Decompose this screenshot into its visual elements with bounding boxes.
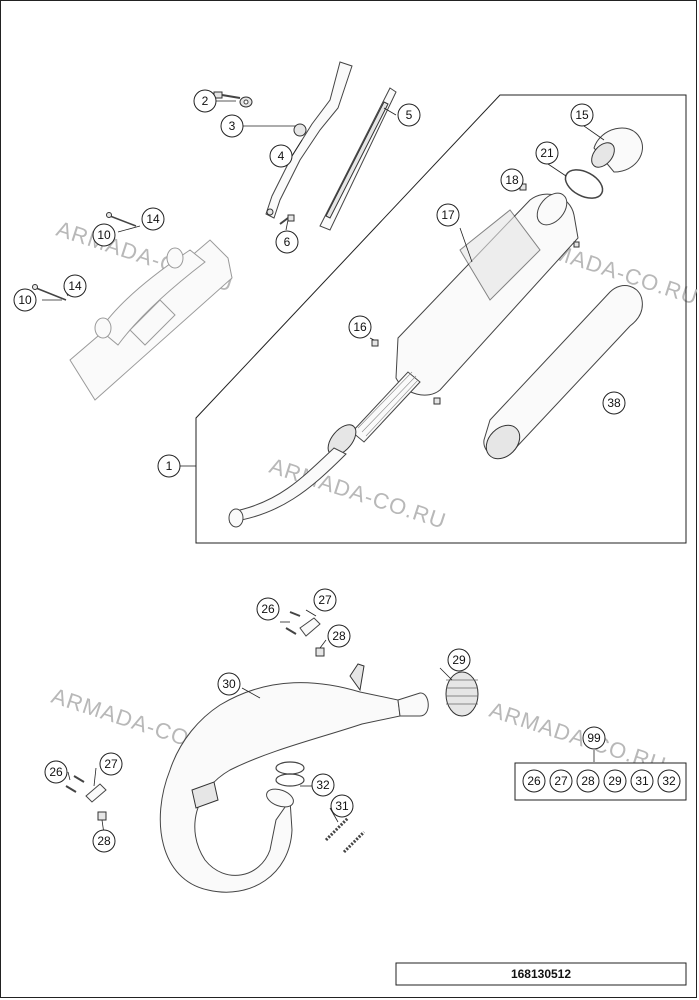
tension-spring-lower[interactable]	[342, 830, 366, 854]
svg-text:28: 28	[581, 774, 595, 788]
heat-shield[interactable]	[319, 87, 397, 231]
screw-10-upper[interactable]	[106, 212, 137, 227]
svg-text:27: 27	[554, 774, 568, 788]
svg-text:26: 26	[527, 774, 541, 788]
svg-text:5: 5	[406, 108, 413, 122]
svg-text:14: 14	[68, 279, 82, 293]
screw-6[interactable]	[279, 214, 295, 225]
callout-28-lower[interactable]: 28	[92, 829, 116, 853]
callout-27-lower[interactable]: 27	[99, 752, 123, 776]
callout-5[interactable]: 5	[397, 103, 421, 127]
screw-16[interactable]	[371, 339, 379, 347]
svg-text:28: 28	[332, 629, 346, 643]
callout-15[interactable]: 15	[570, 103, 594, 127]
svg-text:26: 26	[261, 602, 275, 616]
svg-text:38: 38	[607, 396, 621, 410]
svg-text:27: 27	[104, 757, 118, 771]
nut-18b[interactable]	[573, 241, 580, 248]
kit-item-28[interactable]: 28	[576, 769, 600, 793]
callout-99[interactable]: 99	[582, 726, 606, 750]
nut-28-upper[interactable]	[315, 647, 325, 657]
svg-text:27: 27	[318, 593, 332, 607]
frame-ghost-illustration	[69, 239, 233, 401]
callout-14-upper[interactable]: 14	[141, 207, 165, 231]
svg-text:16: 16	[353, 320, 367, 334]
callout-4[interactable]: 4	[269, 144, 293, 168]
callout-10-upper[interactable]: 10	[92, 223, 116, 247]
kit-item-27[interactable]: 27	[549, 769, 573, 793]
silencer-bracket[interactable]	[265, 61, 353, 219]
callout-14-lower[interactable]: 14	[63, 274, 87, 298]
svg-text:30: 30	[222, 677, 236, 691]
diagram-code: 168130512	[511, 967, 571, 981]
bracket-27-upper[interactable]	[299, 617, 321, 637]
callout-31[interactable]: 31	[330, 794, 354, 818]
svg-text:31: 31	[335, 799, 349, 813]
callout-6[interactable]: 6	[275, 230, 299, 254]
svg-text:31: 31	[635, 774, 649, 788]
screw-2[interactable]	[213, 91, 241, 99]
callout-17[interactable]: 17	[436, 203, 460, 227]
callout-26-upper[interactable]: 26	[256, 597, 280, 621]
exhaust-damper[interactable]	[445, 671, 479, 717]
callout-3[interactable]: 3	[220, 114, 244, 138]
svg-text:1: 1	[166, 459, 173, 473]
svg-text:32: 32	[662, 774, 676, 788]
svg-text:29: 29	[452, 653, 466, 667]
callout-26-lower[interactable]: 26	[44, 760, 68, 784]
end-cap[interactable]	[587, 127, 643, 173]
callout-18[interactable]: 18	[500, 168, 524, 192]
svg-text:99: 99	[587, 731, 601, 745]
svg-text:28: 28	[97, 834, 111, 848]
perforated-pipe[interactable]	[228, 371, 421, 528]
callout-29[interactable]: 29	[447, 648, 471, 672]
kit-item-32[interactable]: 32	[657, 769, 681, 793]
kit-item-26[interactable]: 26	[522, 769, 546, 793]
exhaust-pipe[interactable]	[159, 663, 429, 893]
callout-27-upper[interactable]: 27	[313, 588, 337, 612]
kit-item-31[interactable]: 31	[630, 769, 654, 793]
diagram-code-box: 168130512	[395, 962, 687, 986]
svg-text:17: 17	[441, 208, 455, 222]
svg-text:6: 6	[284, 235, 291, 249]
callout-1[interactable]: 1	[157, 454, 181, 478]
svg-text:10: 10	[18, 293, 32, 307]
callout-21[interactable]: 21	[535, 141, 559, 165]
svg-text:15: 15	[575, 108, 589, 122]
o-ring-32[interactable]	[275, 761, 305, 787]
screw-26-lower[interactable]	[65, 775, 85, 793]
screw-10-lower[interactable]	[32, 284, 67, 301]
svg-text:21: 21	[540, 146, 554, 160]
callout-16[interactable]: 16	[348, 315, 372, 339]
assembly-1-boundary	[195, 94, 687, 544]
svg-text:10: 10	[97, 228, 111, 242]
washer-3[interactable]	[239, 96, 253, 108]
o-ring[interactable]	[561, 164, 608, 204]
callout-2[interactable]: 2	[193, 89, 217, 113]
tension-spring-upper[interactable]	[324, 816, 350, 842]
silencer-packing[interactable]	[480, 285, 643, 466]
silencer-body[interactable]	[395, 187, 579, 396]
svg-text:18: 18	[505, 173, 519, 187]
svg-text:4: 4	[278, 149, 285, 163]
svg-text:2: 2	[202, 94, 209, 108]
bracket-27-lower[interactable]	[85, 783, 107, 803]
callout-38[interactable]: 38	[602, 391, 626, 415]
callout-28-upper[interactable]: 28	[327, 624, 351, 648]
svg-text:32: 32	[316, 778, 330, 792]
screw-26-upper[interactable]	[285, 611, 301, 635]
svg-text:29: 29	[608, 774, 622, 788]
callout-10-lower[interactable]: 10	[13, 288, 37, 312]
screw-16b[interactable]	[433, 397, 441, 405]
kit-item-29[interactable]: 29	[603, 769, 627, 793]
svg-text:14: 14	[146, 212, 160, 226]
callout-30[interactable]: 30	[217, 672, 241, 696]
svg-text:26: 26	[49, 765, 63, 779]
nut-28-lower[interactable]	[97, 811, 107, 821]
svg-text:3: 3	[229, 119, 236, 133]
callout-32[interactable]: 32	[311, 773, 335, 797]
